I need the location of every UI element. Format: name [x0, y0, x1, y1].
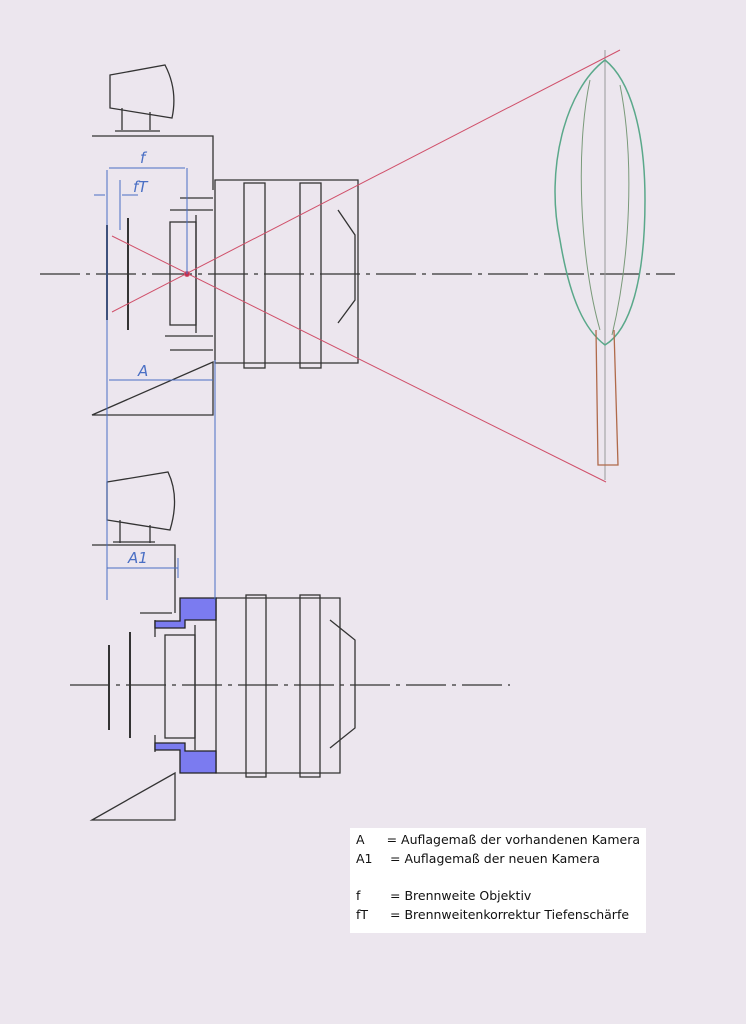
label-f: f: [140, 149, 148, 167]
lens-barrel: [214, 179, 359, 364]
light-rays: [111, 49, 621, 483]
viewfinder: [109, 64, 175, 119]
label-a1: A1: [127, 549, 148, 567]
viewfinder: [106, 471, 176, 531]
bottom-camera: [89, 471, 356, 821]
label-a: A: [137, 362, 148, 380]
tree: [554, 59, 646, 466]
camera-body: [91, 135, 214, 416]
legend-key: f: [356, 888, 361, 903]
legend-key: A1: [356, 851, 373, 866]
lens-barrel: [215, 597, 341, 774]
dimension-lines: [94, 167, 216, 600]
legend-item: f = Brennweite Objektiv: [356, 886, 640, 905]
camera-body: [89, 544, 176, 821]
top-camera: [91, 64, 359, 416]
legend-key: fT: [356, 907, 369, 922]
legend-key: A: [356, 832, 365, 847]
legend-item: fT = Brennweitenkorrektur Tiefenschärfe: [356, 905, 640, 924]
adapter-ring: [154, 597, 217, 774]
legend-text: = Brennweite Objektiv: [390, 888, 532, 903]
legend-text: = Auflagemaß der vorhandenen Kamera: [386, 832, 640, 847]
legend-item: A1 = Auflagemaß der neuen Kamera: [356, 849, 640, 868]
legend-item: A = Auflagemaß der vorhandenen Kamera: [356, 830, 640, 849]
label-ft: fT: [133, 178, 149, 196]
legend: A = Auflagemaß der vorhandenen Kamera A1 =…: [350, 828, 646, 933]
legend-text: = Brennweitenkorrektur Tiefenschärfe: [390, 907, 630, 922]
legend-text: = Auflagemaß der neuen Kamera: [390, 851, 600, 866]
